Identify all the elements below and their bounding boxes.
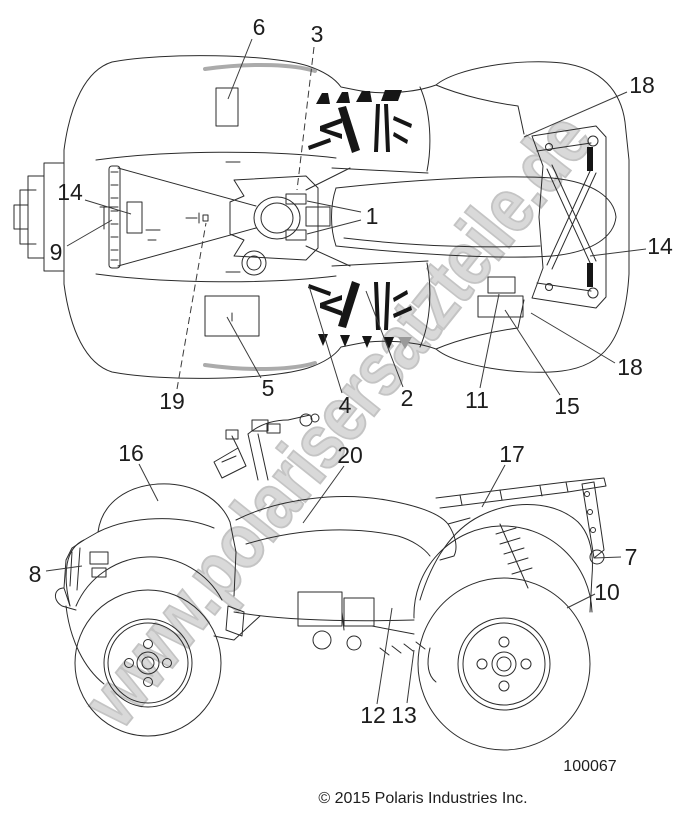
callout-5-leader-line bbox=[226, 316, 262, 379]
graphic-decal-bottom bbox=[308, 281, 412, 349]
callout-20: 20 bbox=[337, 442, 363, 468]
callout-8: 8 bbox=[29, 561, 42, 587]
callout-11: 11 bbox=[465, 387, 489, 413]
decal-6 bbox=[215, 87, 239, 127]
callout-19: 19 bbox=[159, 388, 185, 414]
callout-3-leader-line bbox=[296, 46, 315, 191]
decal-15 bbox=[477, 295, 524, 318]
callout-13-leader-line bbox=[406, 649, 415, 704]
callout-9: 9 bbox=[50, 239, 63, 265]
callout-17: 17 bbox=[499, 441, 525, 467]
callout-4: 4 bbox=[339, 392, 352, 418]
callout-2-leader-line bbox=[365, 290, 404, 388]
callout-16: 16 bbox=[118, 440, 144, 466]
drawing-number: 100067 bbox=[563, 758, 617, 775]
callout-10-leader-line bbox=[566, 593, 596, 609]
callout-15: 15 bbox=[554, 393, 580, 419]
decal-14-right bbox=[587, 147, 593, 171]
callout-8-leader-line bbox=[45, 565, 83, 572]
callout-6: 6 bbox=[253, 14, 266, 40]
callout-17-leader-line bbox=[481, 464, 506, 508]
callout-18-bottom-leader-line bbox=[530, 312, 616, 364]
callout-11-leader-line bbox=[479, 293, 500, 389]
handlebar-assembly bbox=[213, 413, 320, 481]
callout-15-leader-line bbox=[504, 309, 561, 396]
callout-7-leader-line bbox=[593, 556, 622, 559]
callout-20-leader-line bbox=[302, 465, 345, 524]
decal-5 bbox=[204, 295, 260, 337]
callout-1: 1 bbox=[366, 203, 379, 229]
rear-wheel bbox=[417, 577, 591, 751]
callout-14-right: 14 bbox=[647, 233, 673, 259]
callout-18-top: 18 bbox=[629, 72, 655, 98]
callout-14-right-leader-line bbox=[589, 248, 647, 257]
front-wheel bbox=[74, 589, 222, 737]
side-view-illustration bbox=[55, 413, 607, 751]
callout-12: 12 bbox=[360, 702, 386, 728]
top-view-illustration bbox=[13, 55, 630, 379]
callout-4-leader-line bbox=[308, 285, 343, 394]
callout-10: 10 bbox=[594, 579, 620, 605]
callout-12-leader-line bbox=[376, 607, 393, 705]
callout-2: 2 bbox=[401, 385, 414, 411]
rear-rack bbox=[531, 125, 607, 309]
callout-3: 3 bbox=[311, 21, 324, 47]
graphic-decal-top bbox=[308, 90, 412, 153]
decal-14-left bbox=[126, 201, 143, 234]
engine-detail bbox=[213, 591, 437, 683]
steering-console bbox=[229, 167, 351, 276]
callout-14-left-leader-line bbox=[84, 199, 132, 215]
copyright-text: © 2015 Polaris Industries Inc. bbox=[318, 790, 528, 807]
front-grille-decal bbox=[108, 165, 121, 269]
callout-7: 7 bbox=[625, 544, 638, 570]
callout-1-leader-line bbox=[306, 200, 362, 213]
callout-14-left: 14 bbox=[57, 179, 83, 205]
callout-13: 13 bbox=[391, 702, 417, 728]
rear-shock bbox=[495, 523, 533, 589]
decal-11 bbox=[487, 276, 516, 294]
callout-19-leader-line bbox=[176, 222, 207, 390]
callout-18-top-leader-line bbox=[523, 91, 628, 138]
callout-1-leader-line bbox=[306, 219, 362, 235]
callout-18-bottom: 18 bbox=[617, 354, 643, 380]
rear-grab-bar bbox=[581, 481, 605, 565]
callout-6-leader-line bbox=[227, 38, 253, 100]
callout-9-leader-line bbox=[66, 219, 113, 247]
decal-1-group bbox=[285, 193, 331, 241]
callout-16-leader-line bbox=[138, 463, 159, 502]
callout-5: 5 bbox=[262, 375, 275, 401]
